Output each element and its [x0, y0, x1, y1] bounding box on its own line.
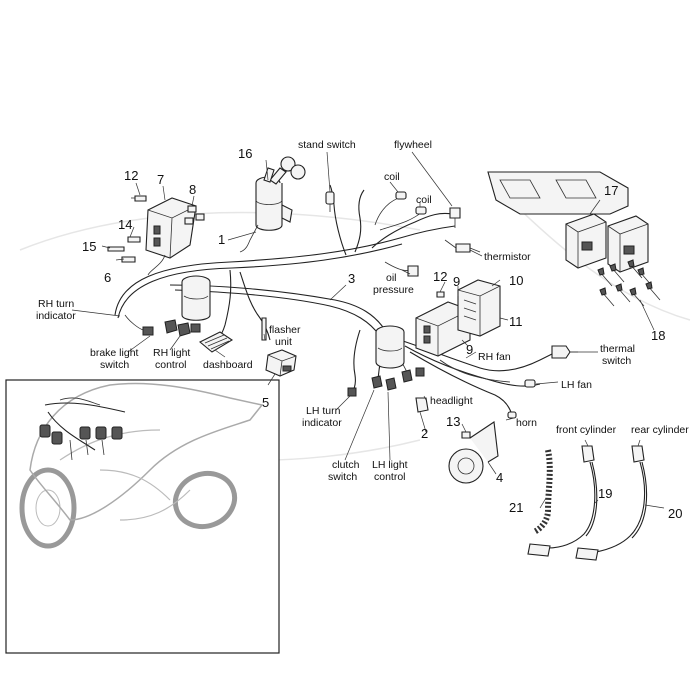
- part-numbers: 16 1 12 7 8 14 15 6 3 12 9 10 11 9 5 2 1…: [82, 146, 682, 521]
- horn-connector: [507, 411, 517, 419]
- label-stand-switch: stand switch: [298, 139, 356, 151]
- component-labels: stand switch flywheel coil coil thermist…: [36, 139, 689, 483]
- label-thermal-switch: thermal switch: [600, 343, 638, 367]
- label-rear-cylinder: rear cylinder: [631, 424, 689, 436]
- label-coil-2: coil: [416, 194, 432, 206]
- ignition-switch-icon: [239, 156, 306, 253]
- part-number-12: 12: [124, 168, 138, 183]
- part-number-7: 7: [157, 172, 164, 187]
- lh-connectors: [347, 367, 425, 397]
- label-headlight: headlight: [430, 395, 473, 407]
- label-dashboard: dashboard: [203, 359, 253, 371]
- lh-fan-connector: [524, 379, 536, 388]
- relay-icon: [265, 349, 297, 377]
- lh-handlebar-switch: [375, 325, 405, 369]
- label-oil-pressure: oil pressure: [373, 272, 414, 296]
- flasher-unit: [261, 317, 267, 341]
- label-lh-fan: LH fan: [561, 379, 592, 391]
- part-number-19: 19: [598, 486, 612, 501]
- label-rh-turn-indicator: RH turn indicator: [36, 298, 77, 322]
- part-number-17: 17: [604, 183, 618, 198]
- label-rh-light-control: RH light control: [153, 347, 193, 371]
- part-number-21: 21: [509, 500, 523, 515]
- label-rh-fan: RH fan: [478, 351, 511, 363]
- part-number-11: 11: [509, 314, 523, 329]
- part-number-4: 4: [496, 470, 503, 485]
- label-thermistor: thermistor: [484, 251, 531, 263]
- label-front-cylinder: front cylinder: [556, 424, 617, 436]
- part-number-3: 3: [348, 271, 355, 286]
- part-number-6: 6: [104, 270, 111, 285]
- stand-switch-connector: [325, 191, 335, 212]
- part-number-16: 16: [238, 146, 252, 161]
- label-flywheel: flywheel: [394, 139, 432, 151]
- oil-pressure-sensor: [407, 265, 419, 277]
- part-number-8: 8: [189, 182, 196, 197]
- ignition-coil-icon: [487, 171, 649, 273]
- clip-icon: [184, 205, 205, 225]
- part-number-5: 5: [262, 395, 269, 410]
- label-lh-light-control: LH light control: [372, 459, 411, 483]
- flywheel-sensor: [444, 207, 481, 253]
- part-number-2: 2: [421, 426, 428, 441]
- motorcycle-outline-icon: [5, 379, 280, 654]
- label-horn: horn: [516, 417, 537, 429]
- rh-handlebar-switch: [181, 275, 211, 321]
- dashboard-connector: [199, 331, 234, 353]
- screw-icon: [107, 195, 147, 263]
- label-flasher-unit: flasher unit: [269, 324, 303, 348]
- bolt-icon: [597, 259, 661, 307]
- headlight-connector: [415, 397, 429, 413]
- label-brake-light-switch: brake light switch: [90, 347, 141, 371]
- part-number-14: 14: [118, 217, 132, 232]
- part-number-1: 1: [218, 232, 225, 247]
- fuse-box: [415, 279, 501, 357]
- main-wiring-harness: [114, 184, 557, 416]
- rh-connectors: [124, 314, 201, 337]
- part-number-13: 13: [446, 414, 460, 429]
- voltage-regulator: [145, 197, 197, 276]
- label-clutch-switch: clutch switch: [328, 459, 362, 483]
- coil-connector-icon: [395, 191, 427, 215]
- part-number-20: 20: [668, 506, 682, 521]
- label-lh-turn-indicator: LH turn indicator: [302, 405, 343, 429]
- part-number-15: 15: [82, 239, 96, 254]
- spark-plug-lead-icon: [527, 445, 648, 561]
- part-number-9a: 9: [453, 274, 460, 289]
- label-coil-1: coil: [384, 171, 400, 183]
- horn-icon: [448, 421, 499, 484]
- part-number-18: 18: [651, 328, 665, 343]
- leader-lines: [71, 151, 665, 509]
- part-number-9b: 9: [466, 342, 473, 357]
- part-number-10: 10: [509, 273, 523, 288]
- part-number-12b: 12: [433, 269, 447, 284]
